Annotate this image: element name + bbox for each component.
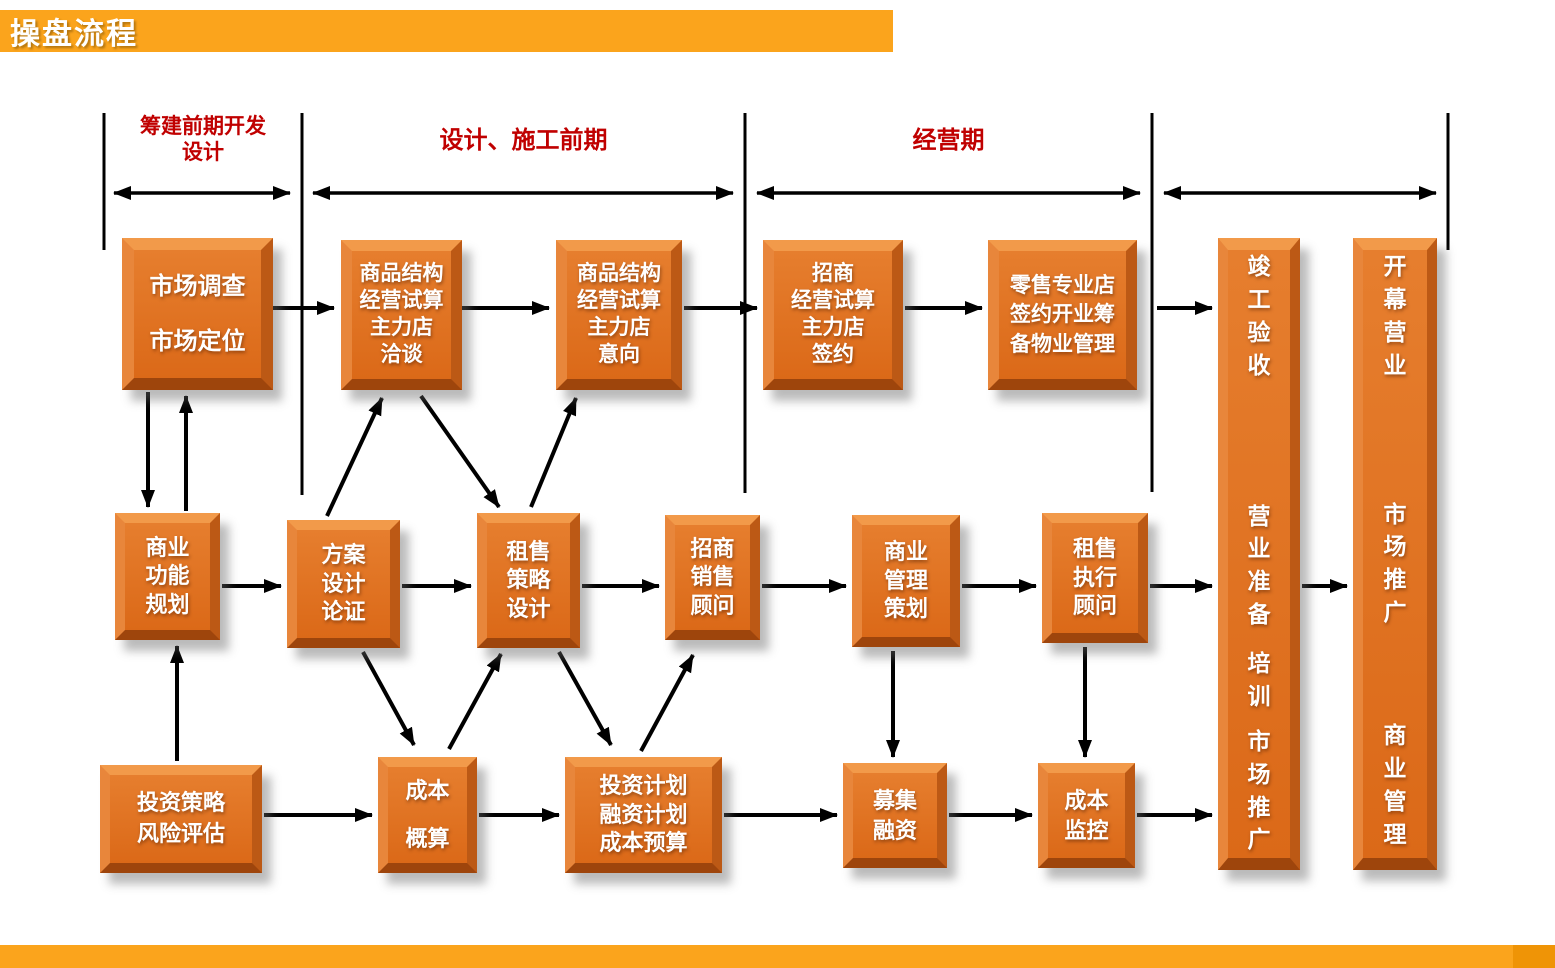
phase-label-design-construction: 设计、施工前期 bbox=[439, 127, 608, 154]
box-commercial-management-planning: 商业 管理 策划 bbox=[852, 515, 960, 647]
bottom-bar-end-cap bbox=[1513, 945, 1555, 968]
phase-label-operation: 经营期 bbox=[912, 127, 985, 154]
box-cost-estimate: 成本 概算 bbox=[378, 757, 477, 873]
arrow-b2-down-to-b8 bbox=[419, 394, 501, 509]
tallbox2-segment-grand-opening: 开幕营业 bbox=[1383, 253, 1407, 378]
tallbox1-segment-business-preparation: 营业准备 bbox=[1247, 502, 1271, 628]
tallbox1-segment-market-promotion: 市场推广 bbox=[1247, 727, 1271, 853]
box-lease-sale-strategy-design: 租售 策略 设计 bbox=[477, 513, 580, 648]
tallbox1-segment-training: 培训 bbox=[1247, 650, 1271, 709]
box-market-research-positioning: 市场调查 市场定位 bbox=[122, 238, 273, 390]
box-fund-raising: 募集 融资 bbox=[843, 763, 947, 868]
box-investment-attraction-signing: 招商 经营试算 主力店 签约 bbox=[763, 240, 903, 390]
tallbox2-segment-commercial-management: 商业管理 bbox=[1383, 722, 1407, 847]
box-merchandise-structure-negotiation: 商品结构 经营试算 主力店 洽谈 bbox=[341, 240, 462, 390]
box-cost-monitoring: 成本 监控 bbox=[1038, 763, 1135, 868]
box-merchandise-structure-intention: 商品结构 经营试算 主力店 意向 bbox=[556, 240, 682, 390]
box-grand-opening-operation: 开幕营业 市场推广 商业管理 bbox=[1353, 238, 1437, 870]
box-lease-sale-execution-consultant: 租售 执行 顾问 bbox=[1042, 513, 1148, 643]
arrow-b13-up-to-b8 bbox=[447, 653, 503, 750]
box-investment-strategy-risk-assessment: 投资策略 风险评估 bbox=[100, 765, 262, 873]
arrow-b14-up-to-b9 bbox=[639, 654, 695, 752]
arrow-b8-up-to-b3 bbox=[529, 397, 578, 508]
arrow-b7-up-to-b2 bbox=[325, 397, 384, 517]
arrow-b8-down-to-b14 bbox=[557, 651, 613, 746]
box-leasing-sales-consultant: 招商 销售 顾问 bbox=[665, 515, 760, 640]
title-banner: 操盘流程 bbox=[0, 10, 893, 52]
box-retail-signing-property-management: 零售专业店 签约开业筹 备物业管理 bbox=[988, 240, 1137, 390]
arrow-b7-down-to-b13 bbox=[361, 651, 416, 746]
slide-title: 操盘流程 bbox=[10, 18, 138, 51]
tallbox1-segment-completion-acceptance: 竣工验收 bbox=[1247, 253, 1271, 378]
bottom-bar bbox=[0, 945, 1555, 968]
tallbox2-segment-market-promotion: 市场推广 bbox=[1383, 500, 1407, 626]
box-scheme-design-review: 方案 设计 论证 bbox=[287, 520, 400, 648]
box-completion-acceptance-opening-prep: 竣工验收 营业准备 培训 市场推广 bbox=[1218, 238, 1300, 870]
box-investment-financing-cost-budget: 投资计划 融资计划 成本预算 bbox=[565, 757, 722, 873]
box-commercial-function-planning: 商业 功能 规划 bbox=[115, 513, 220, 640]
phase-label-preparation: 筹建前期开发 设计 bbox=[140, 115, 266, 165]
